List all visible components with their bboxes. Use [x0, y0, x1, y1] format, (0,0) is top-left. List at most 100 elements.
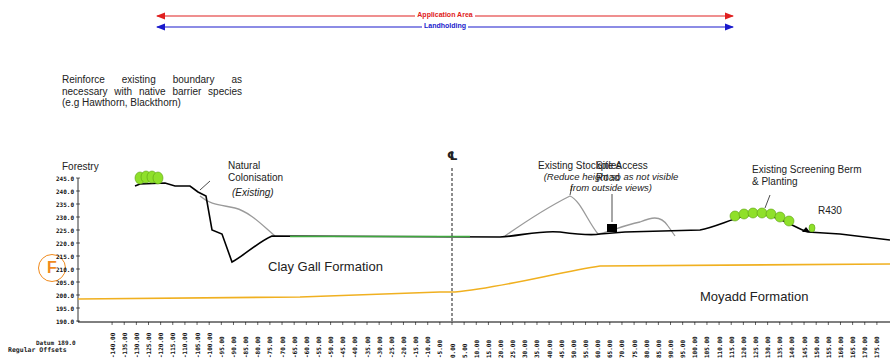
tick: [112, 322, 113, 325]
leader-line: [765, 195, 770, 208]
tick: [743, 322, 744, 325]
offset-label: 175.00: [873, 336, 880, 358]
tick: [573, 322, 574, 325]
tick: [403, 322, 404, 325]
tick: [221, 322, 222, 325]
tick: [148, 322, 149, 325]
offset-label: -5.00: [436, 340, 443, 358]
sheet-letter: F: [47, 259, 57, 277]
offset-label: -15.00: [412, 336, 419, 358]
offset-label: 85.00: [655, 340, 662, 358]
axis-title: Regular Offsets: [8, 347, 67, 354]
tick: [172, 322, 173, 325]
tick: [76, 269, 80, 270]
tick: [76, 295, 80, 296]
formation-label: Moyadd Formation: [700, 290, 808, 305]
tick: [160, 322, 161, 325]
datum-label: Datum 189.0: [36, 340, 76, 347]
tick: [694, 322, 695, 325]
extent-label: Landholding: [422, 22, 468, 30]
tick: [439, 322, 440, 325]
elevation-label: 210.0: [44, 266, 74, 273]
offset-label: 105.00: [703, 336, 710, 358]
tick: [852, 322, 853, 325]
tick: [124, 322, 125, 325]
tick: [731, 322, 732, 325]
elevation-label: 200.0: [44, 292, 74, 299]
elevation-label: 195.0: [44, 305, 74, 312]
tick: [76, 282, 80, 283]
tick: [804, 322, 805, 325]
tick: [233, 322, 234, 325]
offset-label: -55.00: [315, 336, 322, 358]
tick: [658, 322, 659, 325]
tick: [76, 178, 80, 179]
tick: [634, 322, 635, 325]
tick: [597, 322, 598, 325]
access-road-symbol: [607, 224, 617, 232]
tick: [755, 322, 756, 325]
feature-label: Natural Colonisation: [228, 160, 300, 183]
offset-label: -125.00: [145, 333, 152, 358]
elevation-label: 205.0: [44, 279, 74, 286]
offset-label: 60.00: [594, 340, 601, 358]
grass-line: [290, 236, 470, 237]
offset-label: 70.00: [618, 340, 625, 358]
tick: [136, 322, 137, 325]
tick: [415, 322, 416, 325]
elevation-label: 225.0: [44, 227, 74, 234]
tick: [561, 322, 562, 325]
offset-label: -90.00: [230, 336, 237, 358]
tick: [184, 322, 185, 325]
offset-label: -105.00: [194, 333, 201, 358]
formation-label: Clay Gall Formation: [268, 260, 383, 275]
feature-label: Forestry: [62, 161, 99, 173]
offset-label: -115.00: [169, 333, 176, 358]
tick: [621, 322, 622, 325]
offset-label: 145.00: [801, 336, 808, 358]
offset-label: 20.00: [497, 340, 504, 358]
road-label: R430: [818, 205, 842, 217]
tick: [585, 322, 586, 325]
tick: [318, 322, 319, 325]
offset-label: -120.00: [157, 333, 164, 358]
elevation-label: 215.0: [44, 253, 74, 260]
offset-label: 75.00: [631, 340, 638, 358]
offset-label: -50.00: [327, 336, 334, 358]
offset-label: 65.00: [606, 340, 613, 358]
tick: [791, 322, 792, 325]
centreline: [452, 168, 453, 322]
tick: [306, 322, 307, 325]
tick: [549, 322, 550, 325]
offset-label: 30.00: [521, 340, 528, 358]
tick: [197, 322, 198, 325]
tick: [452, 322, 453, 325]
extent-label: Application Area: [415, 11, 474, 19]
offset-label: 35.00: [533, 340, 540, 358]
offset-label: 95.00: [679, 340, 686, 358]
tick: [646, 322, 647, 325]
forestry-trees: [135, 171, 163, 184]
offset-label: -65.00: [291, 336, 298, 358]
tick: [245, 322, 246, 325]
elevation-label: 240.0: [44, 188, 74, 195]
berm-planting: [730, 208, 815, 232]
elevation-label: 245.0: [44, 175, 74, 182]
tick: [876, 322, 877, 325]
offset-label: 45.00: [558, 340, 565, 358]
offset-label: 110.00: [716, 336, 723, 358]
tick: [76, 308, 80, 309]
offset-label: 165.00: [849, 336, 856, 358]
offset-label: -40.00: [351, 336, 358, 358]
offset-label: -10.00: [424, 336, 431, 358]
tick: [76, 230, 80, 231]
offset-label: -135.00: [121, 333, 128, 358]
stockpile-outline: [505, 196, 675, 236]
tick: [512, 322, 513, 325]
offset-label: 40.00: [546, 340, 553, 358]
tick: [257, 322, 258, 325]
tick: [379, 322, 380, 325]
tick: [706, 322, 707, 325]
offset-label: 120.00: [740, 336, 747, 358]
offset-label: -130.00: [133, 333, 140, 358]
